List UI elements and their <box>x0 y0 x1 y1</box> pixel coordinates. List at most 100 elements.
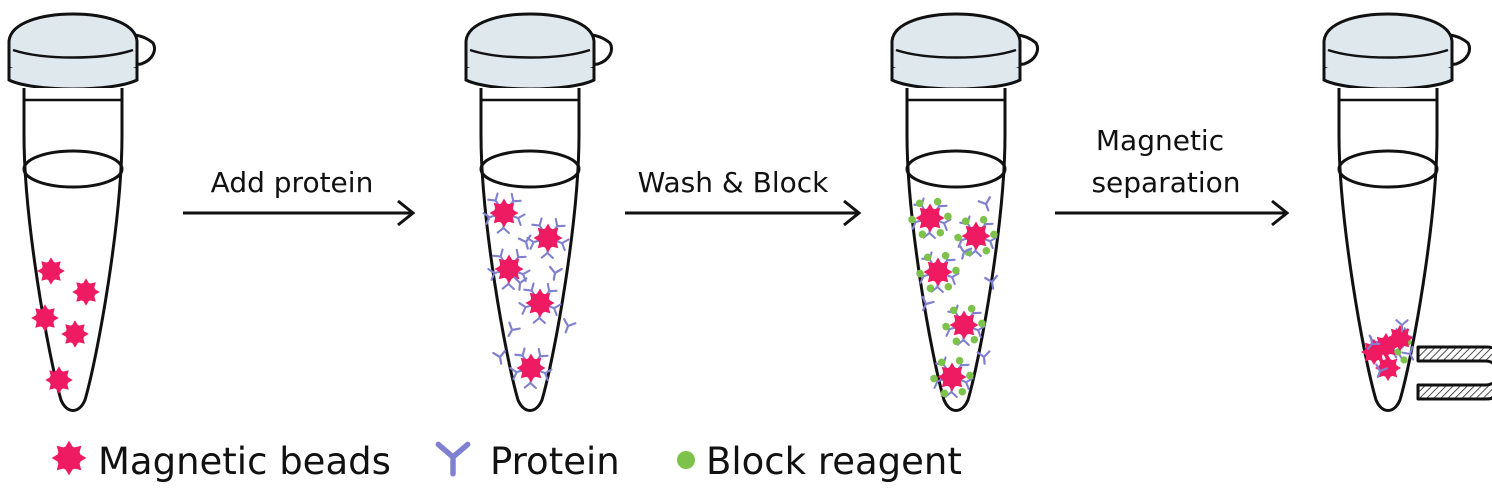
bead-complex <box>942 304 986 347</box>
block-reagent <box>908 215 916 224</box>
protein <box>976 350 991 365</box>
magnetic-bead <box>1387 324 1413 352</box>
tube-rim <box>7 68 139 91</box>
legend-label-block-reagent: Block reagent <box>706 440 962 483</box>
liquid-surface <box>905 149 1007 189</box>
block-reagent <box>926 284 935 293</box>
block-reagent <box>961 217 970 226</box>
block-reagent <box>966 371 974 380</box>
tube-cap <box>1322 12 1454 77</box>
step-label-add-protein: Add protein <box>211 166 374 199</box>
magnetic-bead <box>516 353 546 383</box>
step-label-wash-block: Wash & Block <box>638 166 830 199</box>
step-arrow-magnetic-separation: Magnetic separation <box>1055 124 1290 227</box>
bead-complex <box>930 356 974 399</box>
magnetic-bead <box>915 203 945 233</box>
bead-complex <box>487 248 531 291</box>
step-arrow-wash-block: Wash & Block <box>625 166 862 227</box>
magnetic-bead <box>72 278 100 306</box>
tube-rim <box>890 68 1022 91</box>
tube-cap <box>464 12 596 77</box>
legend-label-protein: Protein <box>490 440 620 483</box>
magnetic-bead <box>949 310 979 340</box>
block-reagent <box>677 451 695 469</box>
protein <box>517 234 532 250</box>
block-reagent <box>954 233 962 242</box>
bead-complex <box>916 251 960 294</box>
magnetic-bead <box>31 304 59 332</box>
magnetic-bead <box>51 440 87 476</box>
block-reagent <box>978 319 986 328</box>
magnetic-bead <box>533 223 563 253</box>
block-reagent <box>952 337 961 346</box>
protein <box>958 244 973 260</box>
magnetic-bead <box>923 257 953 287</box>
protein <box>548 265 563 281</box>
tube-body <box>22 88 124 412</box>
bead-complex <box>518 282 562 325</box>
bead-complex <box>482 192 526 235</box>
legend-label-magnetic-beads: Magnetic beads <box>98 440 391 483</box>
protein <box>563 318 577 334</box>
block-reagent <box>944 282 953 291</box>
legend: Magnetic beads Protein Block reagent <box>51 440 962 483</box>
microcentrifuge-tube <box>7 12 156 412</box>
block-reagent <box>952 266 960 275</box>
magnet <box>1416 345 1492 401</box>
microcentrifuge-tube <box>464 12 613 412</box>
block-reagent <box>955 356 964 365</box>
tube-layer <box>7 12 1492 412</box>
block-reagent <box>982 246 991 255</box>
block-reagent <box>967 304 976 313</box>
tube-cap <box>890 12 1022 77</box>
protein <box>1395 319 1409 333</box>
liquid-surface <box>479 149 581 189</box>
magnetic-bead-icon <box>51 440 87 476</box>
protein <box>507 321 521 337</box>
protein <box>1375 363 1388 379</box>
block-reagent <box>941 251 950 260</box>
step-label-magnetic-separation-line1: Magnetic <box>1096 124 1224 157</box>
protein <box>1366 335 1381 350</box>
liquid-surface <box>22 149 124 189</box>
block-reagent <box>937 358 946 367</box>
block-reagent <box>915 199 924 208</box>
step-label-magnetic-separation-line2: separation <box>1091 166 1240 199</box>
block-reagent <box>944 212 952 221</box>
tube-cap <box>7 12 139 77</box>
block-reagent <box>918 230 927 239</box>
tube-rim <box>1322 68 1454 91</box>
tube-body <box>905 88 1007 412</box>
protein <box>984 274 999 290</box>
microcentrifuge-tube <box>1322 12 1492 412</box>
protein <box>435 441 471 477</box>
protein <box>921 295 935 312</box>
block-reagent <box>970 335 979 344</box>
protein <box>977 196 991 212</box>
protein <box>1401 346 1415 361</box>
magnetic-bead <box>1375 354 1401 382</box>
block-reagent-icon <box>677 451 695 469</box>
bead-complex <box>954 215 998 258</box>
block-reagent <box>936 228 945 237</box>
magnetic-bead <box>494 254 524 284</box>
protein-icon <box>435 441 471 477</box>
bead-complex <box>509 347 553 390</box>
tube-rim <box>464 68 596 91</box>
block-reagent <box>949 306 958 315</box>
block-reagent <box>933 197 942 206</box>
bead-complex <box>908 197 952 240</box>
tube-body <box>1337 88 1439 412</box>
magnetic-bead <box>45 366 73 394</box>
magnetic-bead <box>1361 338 1387 366</box>
protein <box>513 276 528 291</box>
block-reagent <box>916 269 924 278</box>
magnetic-bead <box>961 221 991 251</box>
block-reagent <box>942 322 950 331</box>
protein <box>492 349 507 365</box>
block-reagent <box>923 253 932 262</box>
microcentrifuge-tube <box>890 12 1039 412</box>
magnetic-bead <box>37 257 65 285</box>
magnetic-bead <box>489 198 519 228</box>
